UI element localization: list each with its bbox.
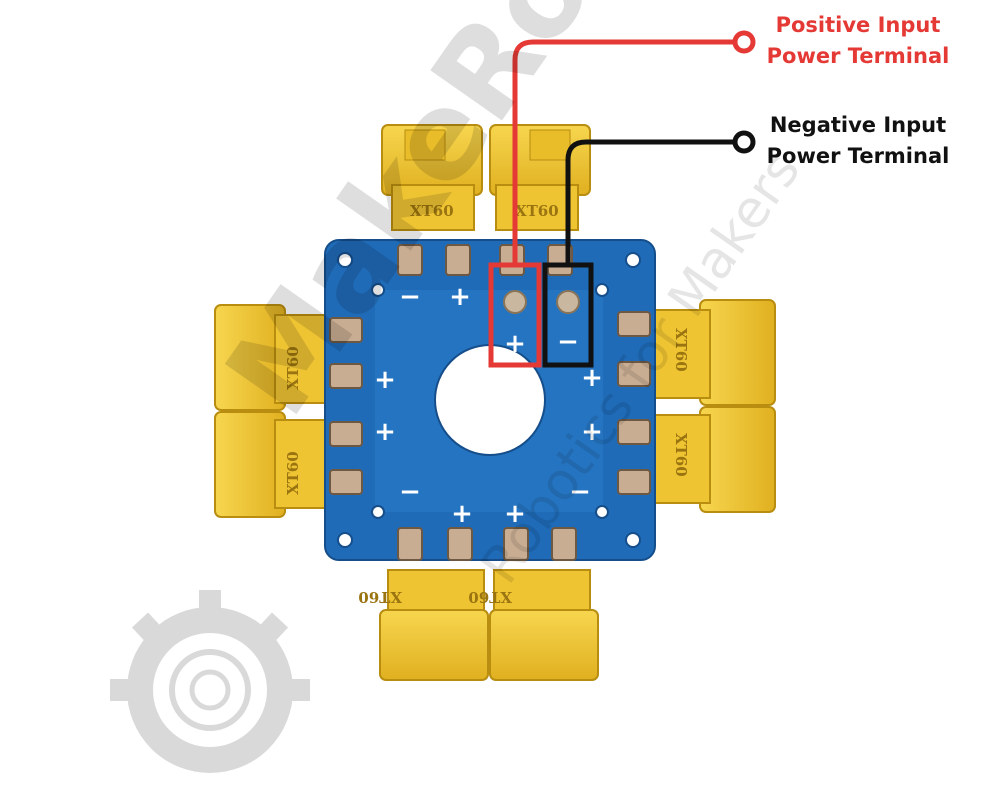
solder-pad [329, 421, 363, 447]
input-positive-symbol: + [504, 329, 526, 359]
solder-pad [551, 527, 577, 561]
polarity-minus-mark: − [569, 477, 591, 507]
mounting-hole-icon [337, 252, 353, 268]
positive-terminal-label: Positive Input Power Terminal [760, 10, 956, 72]
gear-logo-watermark-icon [110, 590, 310, 773]
solder-pad [503, 527, 529, 561]
positive-leader-line [512, 39, 734, 265]
solder-pad [397, 244, 423, 276]
solder-pad [329, 469, 363, 495]
solder-pad [499, 244, 525, 276]
connector-label-right-bottom: XT60 [672, 433, 690, 477]
solder-pad [617, 419, 651, 445]
polarity-plus-mark: + [374, 417, 396, 447]
polarity-minus-mark: − [399, 477, 421, 507]
positive-label-line2: Power Terminal [766, 44, 950, 68]
solder-pad [617, 311, 651, 337]
negative-leader-line [565, 139, 733, 265]
mounting-hole-icon [595, 505, 609, 519]
negative-terminal-label: Negative Input Power Terminal [760, 110, 956, 172]
solder-pad [397, 527, 423, 561]
negative-label-line2: Power Terminal [766, 144, 950, 168]
xt60-connector-right-bottom [654, 406, 776, 513]
mounting-hole-icon [625, 532, 641, 548]
connector-label-left-top: XT60 [284, 346, 302, 390]
solder-pad [329, 363, 363, 389]
mounting-hole-icon [625, 252, 641, 268]
solder-pad [617, 361, 651, 387]
xt60-connector-top-left [381, 124, 483, 231]
polarity-plus-mark: + [581, 363, 603, 393]
xt60-connector-right-top [654, 299, 776, 406]
positive-label-line1: Positive Input [775, 13, 941, 37]
xt60-connector-bottom-right [489, 569, 599, 681]
negative-leader-end-icon [732, 130, 756, 154]
xt60-connector-left-bottom [214, 411, 326, 518]
mounting-hole-icon [595, 283, 609, 297]
solder-pad [445, 244, 471, 276]
xt60-connector-bottom-left [379, 569, 489, 681]
positive-input-pad [503, 290, 527, 314]
polarity-minus-mark: − [399, 282, 421, 312]
connector-label-left-bottom: XT60 [284, 451, 302, 495]
input-negative-symbol: − [557, 327, 579, 357]
polarity-plus-mark: + [581, 417, 603, 447]
polarity-plus-mark: + [504, 499, 526, 529]
connector-label-top-left: XT60 [410, 202, 454, 220]
xt60-connector-left-top [214, 304, 326, 411]
connector-label-right-top: XT60 [672, 328, 690, 372]
polarity-plus-mark: + [449, 282, 471, 312]
negative-label-line1: Negative Input [769, 113, 947, 137]
negative-input-pad [556, 290, 580, 314]
mounting-hole-icon [337, 532, 353, 548]
mounting-hole-icon [371, 283, 385, 297]
connector-label-top-right: XT60 [515, 202, 559, 220]
solder-pad [447, 527, 473, 561]
connector-label-bottom-right: XT60 [468, 588, 512, 606]
polarity-plus-mark: + [374, 365, 396, 395]
polarity-plus-mark: + [451, 499, 473, 529]
mounting-hole-icon [371, 505, 385, 519]
positive-leader-end-icon [732, 30, 756, 54]
connector-label-bottom-left: XT60 [358, 588, 402, 606]
solder-pad [329, 317, 363, 343]
solder-pad [617, 469, 651, 495]
